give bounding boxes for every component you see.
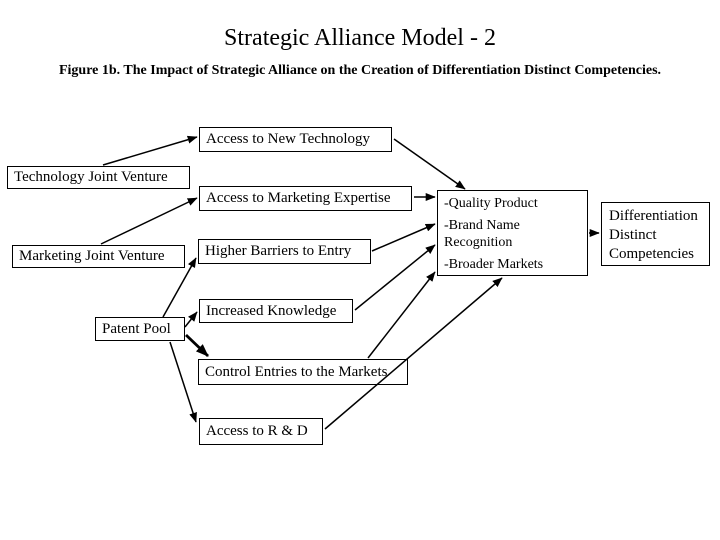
box-outcomes: -Quality Product -Brand Name Recognition -… — [437, 190, 588, 276]
box-differentiation-line: Differentiation — [609, 208, 698, 224]
box-access-new-technology-label: Access to New Technology — [206, 131, 371, 147]
box-control-entries-markets: Control Entries to the Markets — [198, 359, 408, 385]
box-increased-knowledge: Increased Knowledge — [199, 299, 353, 323]
box-access-marketing-expertise-label: Access to Marketing Expertise — [206, 190, 391, 206]
box-access-marketing-expertise: Access to Marketing Expertise — [199, 186, 412, 211]
arrow-marketing-joint-venture-to-access-marketing-expertise — [100, 197, 198, 245]
box-patent-pool-label: Patent Pool — [102, 320, 171, 337]
arrow-patent-pool-to-access-r-and-d — [169, 341, 197, 423]
box-marketing-joint-venture: Marketing Joint Venture — [12, 245, 185, 268]
box-technology-joint-venture: Technology Joint Venture — [7, 166, 190, 189]
arrow-patent-pool-to-increased-knowledge — [184, 311, 198, 328]
box-differentiation-line: Competencies — [609, 246, 694, 262]
box-access-r-and-d-label: Access to R & D — [206, 423, 308, 439]
figure-caption: Figure 1b. The Impact of Strategic Allia… — [58, 63, 662, 78]
arrow-patent-pool-to-control-entries-markets — [185, 333, 209, 358]
box-outcomes-line: -Brand Name Recognition — [444, 218, 520, 250]
box-marketing-joint-venture-label: Marketing Joint Venture — [19, 248, 165, 264]
box-patent-pool: Patent Pool — [95, 317, 185, 341]
box-outcomes-line: -Quality Product — [444, 196, 538, 211]
box-outcomes-line: -Broader Markets — [444, 257, 544, 272]
slide-title: Strategic Alliance Model - 2 — [224, 25, 496, 51]
arrow-control-entries-markets-to-outcomes — [367, 271, 436, 359]
box-higher-barriers-to-entry: Higher Barriers to Entry — [198, 239, 371, 264]
box-access-new-technology: Access to New Technology — [199, 127, 392, 152]
arrow-higher-barriers-to-entry-to-outcomes — [371, 223, 436, 252]
box-control-entries-markets-label: Control Entries to the Markets — [205, 363, 388, 380]
box-higher-barriers-to-entry-label: Higher Barriers to Entry — [205, 243, 352, 259]
box-differentiation-line: Distinct — [609, 227, 657, 243]
arrow-technology-joint-venture-to-access-new-technology — [102, 135, 198, 166]
box-technology-joint-venture-label: Technology Joint Venture — [14, 169, 168, 185]
box-increased-knowledge-label: Increased Knowledge — [206, 302, 337, 319]
arrow-access-new-technology-to-outcomes — [393, 138, 466, 190]
box-access-r-and-d: Access to R & D — [199, 418, 323, 445]
